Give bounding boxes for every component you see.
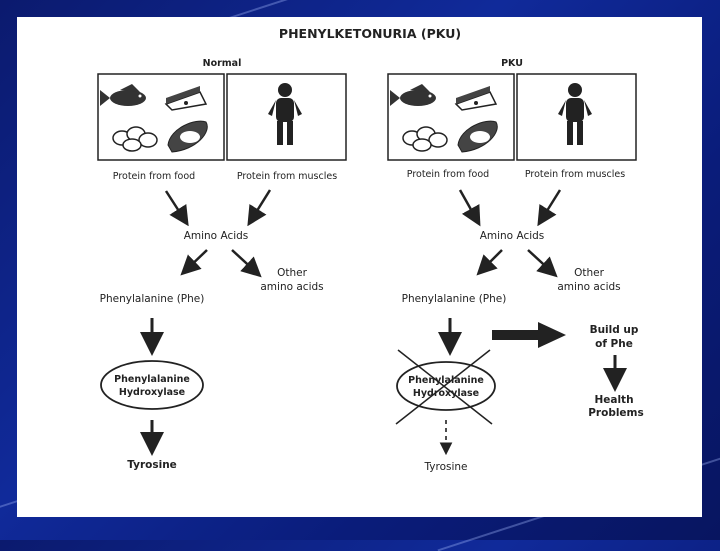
- person-icon: [558, 83, 592, 145]
- pku-muscles-arrow: [537, 189, 562, 227]
- normal-food-arrow: [164, 190, 189, 227]
- pku-buildup-line1: Build up: [590, 324, 639, 336]
- normal-enzyme-line2: Hydroxylase: [119, 387, 185, 398]
- pku-other-amino-line1: Other: [574, 267, 604, 279]
- pku-enzyme-oval: [396, 361, 496, 411]
- pku-food-arrow: [458, 189, 481, 227]
- pku-amino-acids: Amino Acids: [480, 230, 545, 242]
- diagram-slide: PHENYLKETONURIA (PKU) Normal Protein fro…: [17, 17, 702, 517]
- pku-health-line1: Health: [594, 394, 633, 406]
- eggs-icon: [112, 126, 158, 152]
- meat-icon: [457, 120, 498, 153]
- normal-other-amino-line2: amino acids: [260, 281, 323, 293]
- pku-health-line2: Problems: [588, 407, 644, 419]
- pku-buildup-line2: of Phe: [595, 338, 633, 350]
- pku-heading: PKU: [501, 58, 523, 69]
- pku-enzyme-line1: Phenylalanine: [408, 375, 484, 386]
- normal-heading: Normal: [203, 58, 242, 69]
- fish-icon: [390, 84, 436, 106]
- normal-to-other-arrow: [231, 249, 262, 278]
- normal-food-box: [97, 73, 225, 161]
- pku-enzyme-cross-icon: [395, 349, 493, 425]
- cheese-icon: [164, 86, 208, 111]
- pku-diagram: PHENYLKETONURIA (PKU) Normal Protein fro…: [97, 26, 644, 473]
- pku-buildup-arrow: [492, 322, 566, 348]
- pku-to-other-arrow: [527, 249, 558, 278]
- person-icon: [268, 83, 302, 145]
- normal-muscles-arrow: [247, 189, 272, 227]
- meat-icon: [167, 120, 208, 153]
- normal-protein-food-label: Protein from food: [113, 171, 195, 182]
- pku-tyrosine: Tyrosine: [423, 461, 467, 473]
- normal-amino-acids: Amino Acids: [184, 230, 249, 242]
- eggs-icon: [402, 126, 448, 152]
- fish-icon: [100, 84, 146, 106]
- normal-phe-label: Phenylalanine (Phe): [100, 293, 205, 305]
- cheese-icon: [454, 86, 498, 111]
- normal-to-phe-arrow: [180, 249, 208, 276]
- pku-protein-muscles-label: Protein from muscles: [525, 169, 625, 180]
- normal-enzyme-oval: [100, 360, 204, 410]
- normal-tyrosine: Tyrosine: [127, 459, 177, 471]
- pku-to-phe-arrow: [476, 249, 503, 276]
- pku-other-amino-line2: amino acids: [557, 281, 620, 293]
- normal-protein-muscles-label: Protein from muscles: [237, 171, 337, 182]
- pku-food-box: [387, 73, 515, 161]
- pku-protein-food-label: Protein from food: [407, 169, 489, 180]
- pku-phe-label: Phenylalanine (Phe): [402, 293, 507, 305]
- diagram-title: PHENYLKETONURIA (PKU): [279, 26, 461, 41]
- normal-other-amino-line1: Other: [277, 267, 307, 279]
- normal-enzyme-line1: Phenylalanine: [114, 374, 190, 385]
- pku-enzyme-line2: Hydroxylase: [413, 388, 479, 399]
